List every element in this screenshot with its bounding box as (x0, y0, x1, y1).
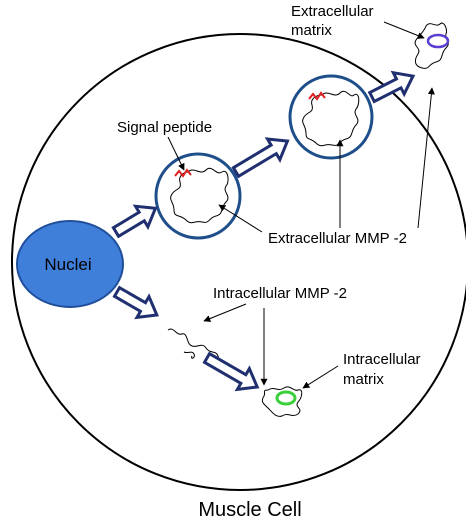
extracellular-matrix-label-line1: Extracellular (291, 3, 374, 20)
intracellular-matrix-label-line1: Intracellular (343, 351, 421, 368)
intracellular-matrix-label-line2: matrix (343, 371, 384, 388)
nucleus (16, 220, 124, 308)
extracellular-mmp2-protein (414, 22, 449, 69)
vesicle-2 (288, 74, 374, 160)
intracellular-mmp2-protein (167, 328, 219, 361)
flow-arrow-nucleus-to-vesicle-1 (111, 204, 158, 239)
intracellular-matrix-protein (261, 386, 303, 417)
signal-peptide-label: Signal peptide (117, 119, 212, 136)
signal-peptide-vesicle-2 (308, 91, 326, 101)
muscle-cell-label: Muscle Cell (198, 499, 301, 521)
intracellular-matrix-blob (275, 390, 297, 406)
extracellular-matrix-label-line2: matrix (291, 22, 332, 39)
signal-peptide-vesicle-1 (174, 168, 192, 178)
pointer-extracellular-mmp-vesicle-1 (218, 204, 263, 233)
intracellular-mmp2-label: Intracellular MMP -2 (213, 285, 347, 302)
extracellular-mmp2-label: Extracellular MMP -2 (268, 230, 407, 247)
mmp2-protein-vesicle-1 (170, 167, 229, 224)
pointer-intracellular-matrix (302, 365, 339, 389)
flow-arrow-nucleus-to-intracellular (112, 285, 160, 320)
nucleus-label: Nuclei (44, 255, 91, 274)
pointer-extracellular-mmp-matrix (417, 87, 435, 229)
pointer-intracellular-mmp-free (203, 303, 247, 322)
flow-arrow-intracellular-to-matrix (202, 351, 260, 392)
pointer-signal-peptide (167, 136, 185, 171)
pointer-extracellular-matrix (383, 21, 425, 39)
muscle-cell-membrane (11, 33, 466, 491)
flow-arrow-vesicle-1-to-vesicle-2 (231, 137, 290, 179)
extracellular-matrix-blob (426, 33, 450, 49)
flow-arrow-vesicle-2-to-extracellular (367, 70, 416, 104)
